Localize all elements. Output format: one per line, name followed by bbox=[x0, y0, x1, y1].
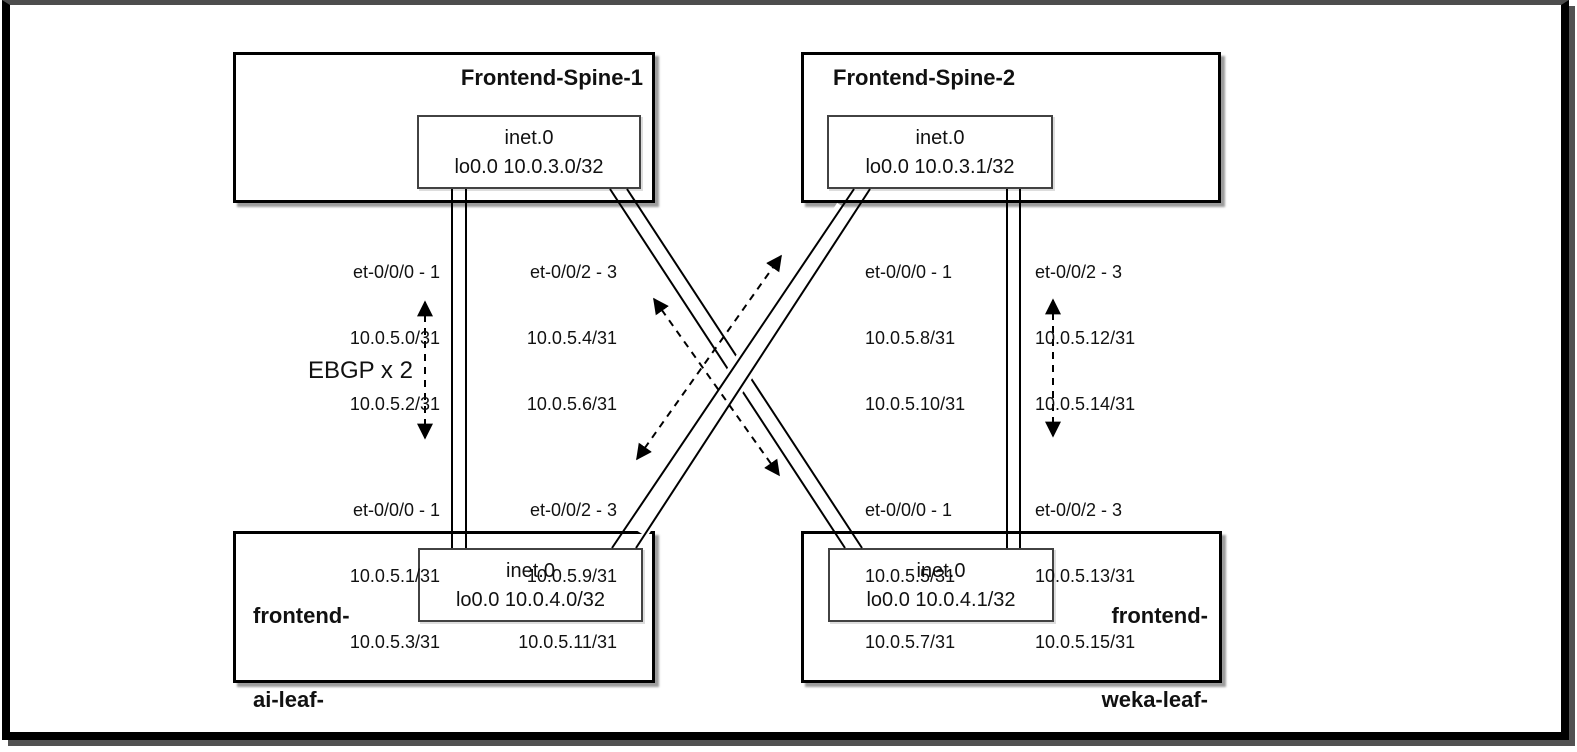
routing-table-box-spine2: inet.0 lo0.0 10.0.3.1/32 bbox=[827, 115, 1053, 189]
port-range: et-0/0/2 - 3 bbox=[529, 262, 617, 282]
node-spine1: Frontend-Spine-1 inet.0 lo0.0 10.0.3.0/3… bbox=[233, 52, 655, 203]
loopback-address: lo0.0 10.0.4.0/32 bbox=[455, 589, 605, 611]
node-title-spine1: Frontend-Spine-1 bbox=[460, 65, 643, 90]
node-title-line: ai-leaf- bbox=[253, 687, 324, 712]
ebgp-label: EBGP x 2 bbox=[308, 357, 413, 384]
port-label-spine1-left: et-0/0/0 - 1 10.0.5.0/31 10.0.5.2/31 bbox=[233, 217, 440, 459]
node-leaf2: frontend- weka-leaf- 001-leaf1 inet.0 lo… bbox=[801, 531, 1222, 712]
port-subnet: 10.0.5.3/31 bbox=[349, 632, 440, 652]
port-label-leaf2-right: et-0/0/2 - 3 10.0.5.13/31 10.0.5.15/31 bbox=[1035, 455, 1135, 697]
port-label-leaf2-left: et-0/0/0 - 1 10.0.5.5/31 10.0.5.7/31 bbox=[865, 455, 955, 697]
routing-table-name: inet.0 bbox=[915, 127, 965, 149]
node-title-line: weka-leaf- bbox=[1101, 687, 1208, 712]
port-subnet: 10.0.5.12/31 bbox=[1035, 328, 1136, 348]
routing-table-box-leaf1: inet.0 lo0.0 10.0.4.0/32 bbox=[418, 548, 643, 622]
port-range: et-0/0/2 - 3 bbox=[1035, 262, 1123, 282]
port-subnet: 10.0.5.10/31 bbox=[865, 394, 966, 414]
node-title-spine2: Frontend-Spine-2 bbox=[833, 65, 1016, 90]
port-subnet: 10.0.5.14/31 bbox=[1035, 394, 1136, 414]
routing-table-name: inet.0 bbox=[506, 560, 555, 582]
port-subnet: 10.0.5.13/31 bbox=[1035, 566, 1136, 586]
node-title-line: frontend- bbox=[1111, 603, 1208, 628]
port-range: et-0/0/0 - 1 bbox=[865, 500, 953, 520]
routing-table-name: inet.0 bbox=[504, 127, 554, 149]
port-range: et-0/0/2 - 3 bbox=[529, 500, 617, 520]
routing-table-name: inet.0 bbox=[916, 560, 966, 582]
port-subnet: 10.0.5.7/31 bbox=[865, 632, 956, 652]
port-subnet: 10.0.5.0/31 bbox=[349, 328, 440, 348]
node-leaf1: frontend- ai-leaf- 001-leaf1 inet.0 lo0.… bbox=[233, 531, 655, 712]
port-subnet: 10.0.5.5/31 bbox=[865, 566, 956, 586]
node-title-line: frontend- bbox=[253, 603, 350, 628]
port-subnet: 10.0.5.4/31 bbox=[526, 328, 617, 348]
port-label-spine2-right: et-0/0/2 - 3 10.0.5.12/31 10.0.5.14/31 bbox=[1035, 217, 1135, 459]
port-subnet: 10.0.5.6/31 bbox=[526, 394, 617, 414]
port-subnet: 10.0.5.1/31 bbox=[349, 566, 440, 586]
loopback-address: lo0.0 10.0.4.1/32 bbox=[866, 589, 1016, 611]
port-range: et-0/0/2 - 3 bbox=[1035, 500, 1123, 520]
port-label-spine1-right: et-0/0/2 - 3 10.0.5.4/31 10.0.5.6/31 bbox=[420, 217, 617, 459]
routing-table-box-spine1: inet.0 lo0.0 10.0.3.0/32 bbox=[417, 115, 641, 189]
port-subnet: 10.0.5.15/31 bbox=[1035, 632, 1136, 652]
loopback-address: lo0.0 10.0.3.0/32 bbox=[454, 156, 604, 178]
port-range: et-0/0/0 - 1 bbox=[352, 500, 440, 520]
node-title-leaf2: frontend- weka-leaf- 001-leaf1 bbox=[1102, 546, 1208, 752]
port-subnet: 10.0.5.9/31 bbox=[526, 566, 617, 586]
node-title-leaf1: frontend- ai-leaf- 001-leaf1 bbox=[253, 546, 350, 752]
routing-table-box-leaf2: inet.0 lo0.0 10.0.4.1/32 bbox=[828, 548, 1054, 622]
diagram-border-frame bbox=[2, 0, 1569, 740]
port-range: et-0/0/0 - 1 bbox=[352, 262, 440, 282]
port-subnet: 10.0.5.11/31 bbox=[518, 632, 617, 652]
port-subnet: 10.0.5.2/31 bbox=[349, 394, 440, 414]
loopback-address: lo0.0 10.0.3.1/32 bbox=[865, 156, 1015, 178]
node-spine2: Frontend-Spine-2 inet.0 lo0.0 10.0.3.1/3… bbox=[801, 52, 1221, 203]
port-label-leaf1-right: et-0/0/2 - 3 10.0.5.9/31 10.0.5.11/31 bbox=[420, 455, 617, 697]
port-label-spine2-left: et-0/0/0 - 1 10.0.5.8/31 10.0.5.10/31 bbox=[865, 217, 965, 459]
port-label-leaf1-left: et-0/0/0 - 1 10.0.5.1/31 10.0.5.3/31 bbox=[233, 455, 440, 697]
port-range: et-0/0/0 - 1 bbox=[865, 262, 953, 282]
port-subnet: 10.0.5.8/31 bbox=[865, 328, 956, 348]
